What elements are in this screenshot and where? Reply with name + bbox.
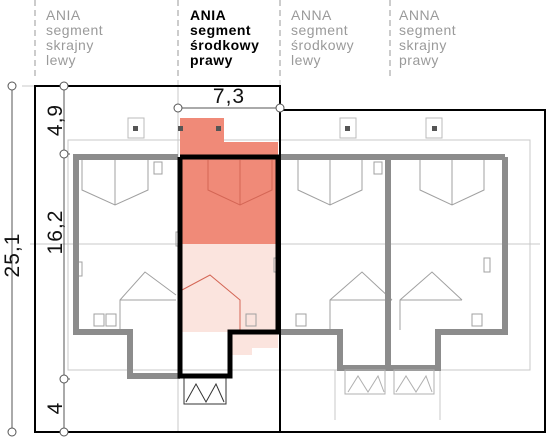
segment-dividers <box>34 0 391 80</box>
segment-label-anna-right: ANNA segment skrajny prawy <box>399 7 457 68</box>
segment-label-anna-middle-left: ANNA segment środkowy lewy <box>291 7 355 68</box>
segment-outline <box>177 154 281 379</box>
dimension-nodes <box>7 81 285 437</box>
dim-segment-width: 7,3 <box>213 85 245 108</box>
chimney-marks <box>133 126 437 131</box>
dim-house-depth: 16,2 <box>44 210 67 255</box>
dim-total-depth: 25,1 <box>1 233 24 278</box>
building-outlines <box>75 160 491 330</box>
segment-walls <box>73 154 508 379</box>
dim-rear-depth: 4 <box>44 402 67 415</box>
entrance-porch <box>183 377 227 405</box>
segment-label-ania-middle-right: ANIA segment środkowy prawy <box>190 7 260 68</box>
dim-front-depth: 4,9 <box>44 104 67 136</box>
plot-boundaries <box>34 85 546 433</box>
segment-label-ania-left: ANIA segment skrajny lewy <box>46 7 104 68</box>
highlighted-segment <box>180 118 278 355</box>
highlight-front-area <box>180 118 278 244</box>
highlight-rear-area <box>180 244 278 355</box>
